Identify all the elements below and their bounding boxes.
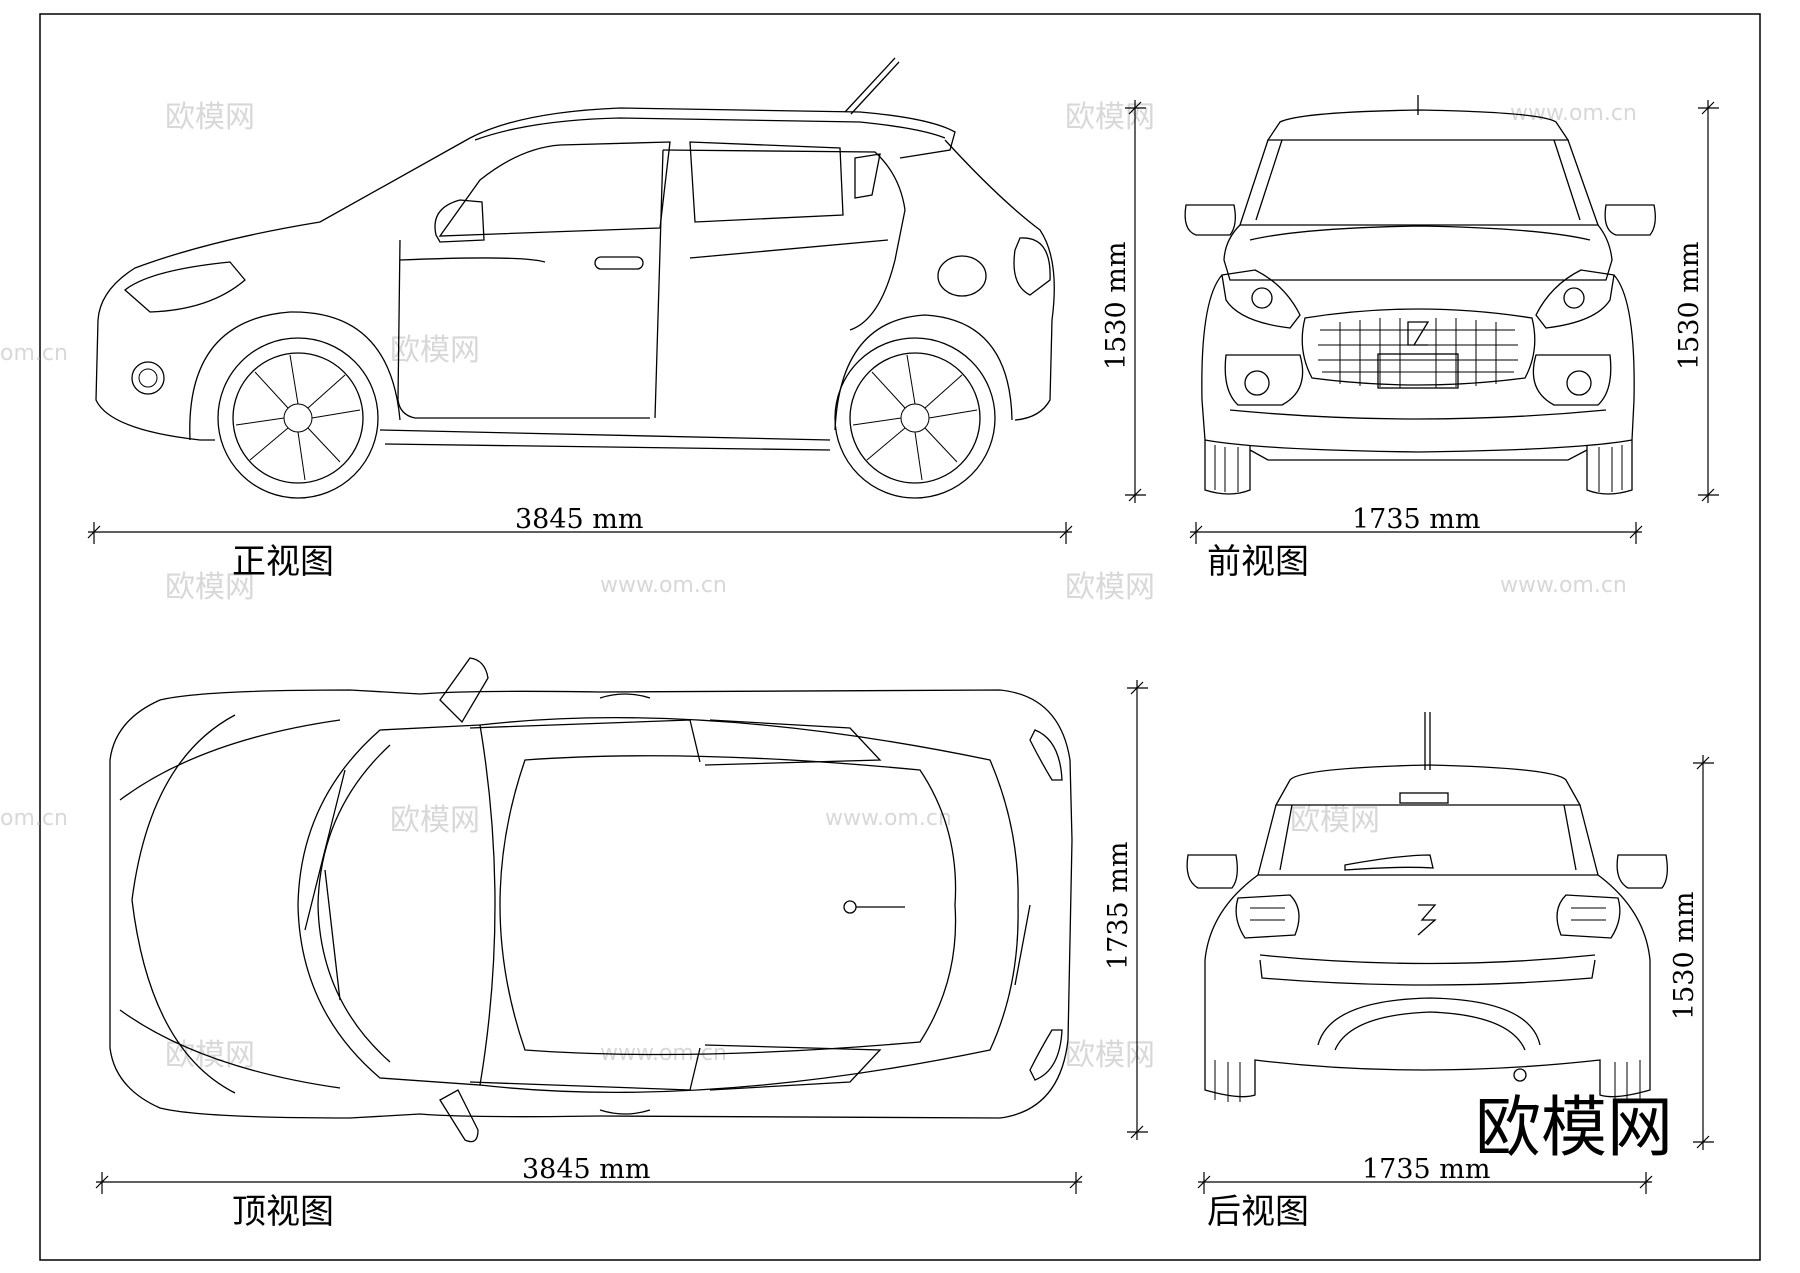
watermark-brand: 欧模网 [390, 803, 480, 838]
top-view-title: 顶视图 [232, 1192, 334, 1232]
watermark-url: om.cn [0, 806, 68, 831]
side-length-label: 3845 mm [515, 504, 644, 535]
rear-height-label: 1530 mm [1669, 891, 1700, 1020]
front-width-label: 1735 mm [1352, 504, 1481, 535]
side-view-drawing [95, 57, 1055, 499]
watermark-brand: 欧模网 [1290, 803, 1380, 838]
side-view-title: 正视图 [232, 542, 334, 582]
front-view-title: 前视图 [1207, 542, 1309, 582]
watermark-logo: 欧模网 [1475, 1089, 1673, 1166]
watermark-url: www.om.cn [1510, 101, 1637, 126]
watermark-brand: 欧模网 [390, 333, 480, 368]
front-height-dimension [1698, 100, 1719, 503]
watermark-url: www.om.cn [825, 806, 952, 831]
front-view-drawing [1184, 95, 1656, 495]
top-length-dimension [95, 1172, 1083, 1194]
watermark-brand: 欧模网 [1065, 570, 1155, 605]
top-width-dimension [1127, 680, 1148, 1140]
rear-view-drawing [1186, 712, 1668, 1102]
watermarks: 欧模网 欧模网 www.om.cn 欧模网 om.cn 欧模网 欧模网 www.… [0, 100, 1637, 1073]
watermark-brand: 欧模网 [165, 570, 255, 605]
wheel-front [217, 337, 379, 499]
top-width-label: 1735 mm [1103, 841, 1134, 970]
front-height-label: 1530 mm [1674, 241, 1705, 370]
watermark-brand: 欧模网 [165, 100, 255, 135]
watermark-url: www.om.cn [600, 573, 727, 598]
watermark-url: om.cn [0, 341, 68, 366]
side-height-label: 1530 mm [1101, 241, 1132, 370]
rear-view-title: 后视图 [1207, 1192, 1309, 1232]
watermark-url: www.om.cn [1500, 573, 1627, 598]
drawing-frame [39, 13, 1761, 1261]
rear-width-dimension [1197, 1172, 1653, 1194]
front-width-dimension [1189, 522, 1643, 544]
watermark-brand: 欧模网 [1065, 1038, 1155, 1073]
wheel-rear [834, 337, 996, 499]
side-height-dimension [1125, 100, 1146, 503]
top-length-label: 3845 mm [522, 1154, 651, 1185]
side-length-dimension [87, 522, 1073, 544]
watermark-brand: 欧模网 [1065, 100, 1155, 135]
top-view-drawing [109, 657, 1073, 1143]
rear-height-dimension [1693, 755, 1714, 1150]
rear-width-label: 1735 mm [1362, 1154, 1491, 1185]
